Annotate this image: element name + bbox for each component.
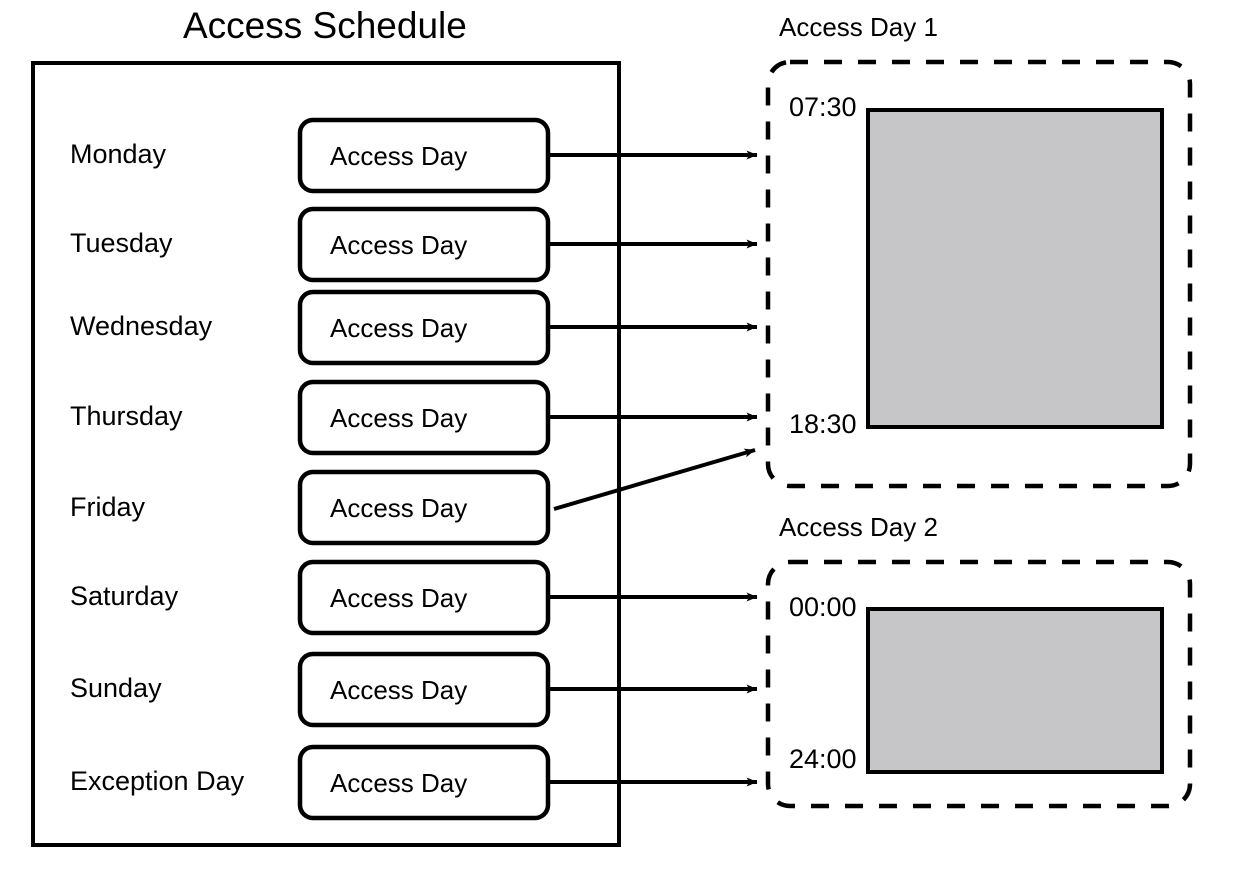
- access-day-panel-1-start-time: 07:30: [789, 92, 857, 122]
- day-label-exception-day: Exception Day: [70, 766, 245, 796]
- access-day-panel-2-end-time: 24:00: [789, 744, 857, 774]
- access-day-panel-2-title: Access Day 2: [779, 512, 938, 542]
- day-label-wednesday: Wednesday: [70, 311, 213, 341]
- day-label-monday: Monday: [70, 139, 167, 169]
- schedule-container-box: [31, 61, 621, 847]
- day-label-saturday: Saturday: [70, 581, 179, 611]
- node-label-exception-day: Access Day: [330, 768, 468, 798]
- page-title: Access Schedule: [183, 5, 467, 46]
- node-label-monday: Access Day: [330, 141, 468, 171]
- access-day-node-friday[interactable]: [297, 469, 551, 546]
- access-day-node-group: [297, 117, 551, 821]
- access-day-panel-1-border: [765, 59, 1193, 489]
- access-day-panel-2-interval-block: [866, 607, 1164, 774]
- node-label-thursday: Access Day: [330, 403, 468, 433]
- access-day-panel-1-interval-block: [866, 108, 1164, 429]
- node-label-tuesday: Access Day: [330, 230, 468, 260]
- access-day-panel-2-start-time: 00:00: [789, 592, 857, 622]
- access-day-panel-1-end-time: 18:30: [789, 409, 857, 439]
- node-label-friday: Access Day: [330, 493, 468, 523]
- node-label-wednesday: Access Day: [330, 313, 468, 343]
- access-day-panel-1-title: Access Day 1: [779, 12, 938, 42]
- day-label-friday: Friday: [70, 492, 146, 522]
- day-label-thursday: Thursday: [70, 401, 183, 431]
- day-label-sunday: Sunday: [70, 673, 162, 703]
- connector-arrow-friday: [553, 448, 756, 511]
- node-label-saturday: Access Day: [330, 583, 468, 613]
- connector-arrow-group: [548, 150, 758, 787]
- access-day-panel-2-border: [765, 559, 1193, 809]
- node-label-sunday: Access Day: [330, 675, 468, 705]
- day-label-tuesday: Tuesday: [70, 228, 173, 258]
